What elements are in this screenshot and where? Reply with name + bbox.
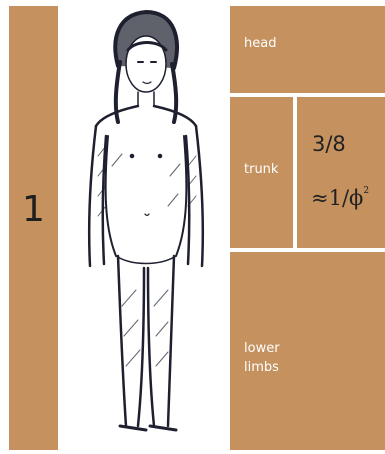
child-sketch-image <box>58 6 230 450</box>
trunk-segment: trunk <box>230 97 293 248</box>
ratio-fraction: 3/8 <box>312 134 346 155</box>
lower-limbs-label: lower limbs <box>244 339 304 377</box>
golden-ratio-approximation: ≈1/ϕ2 <box>311 187 369 209</box>
head-label: head <box>244 34 276 53</box>
golden-ratio-exponent: 2 <box>363 186 369 196</box>
scale-bar: 1 <box>9 6 58 450</box>
child-figure-sketch <box>58 6 230 450</box>
whole-height-label: 1 <box>9 192 58 228</box>
head-segment: head <box>230 6 385 93</box>
trunk-label: trunk <box>244 160 278 179</box>
lower-limbs-segment: lower limbs <box>230 252 385 450</box>
ratio-panel: 3/8 ≈1/ϕ2 <box>297 97 385 248</box>
golden-ratio-approx-text: ≈1/ϕ <box>311 186 363 210</box>
